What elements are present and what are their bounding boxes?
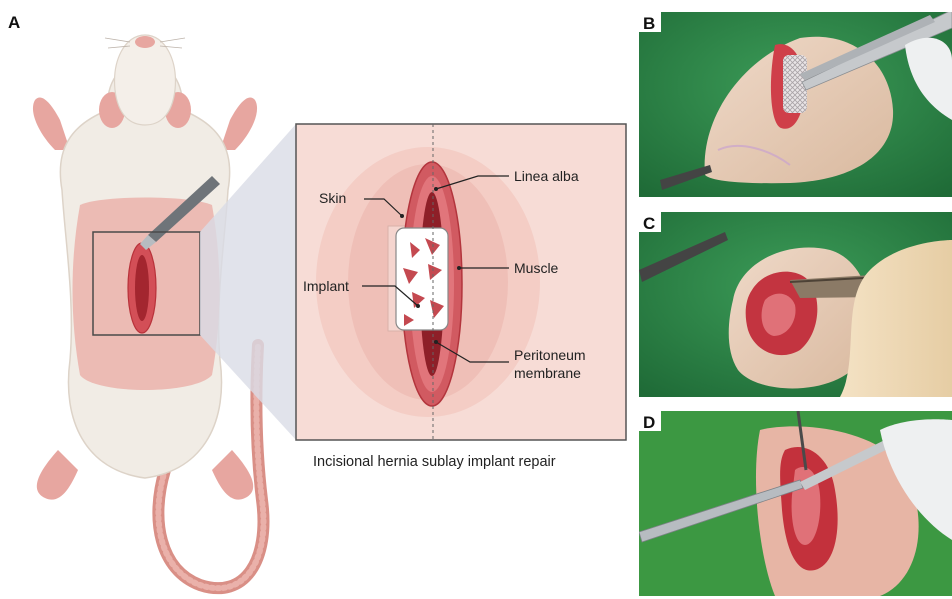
panel-c-label: C	[643, 214, 655, 233]
label-peritoneum-line1: Peritoneum	[514, 347, 586, 363]
label-muscle: Muscle	[514, 260, 559, 276]
rat-hind-foot-right	[212, 450, 253, 500]
rat-forepaw-right	[220, 98, 257, 150]
panel-b-label: B	[643, 14, 655, 33]
panel-b-photo	[639, 10, 952, 197]
implant-mesh	[396, 228, 448, 330]
label-peritoneum-line2: membrane	[514, 365, 581, 381]
panel-a-label: A	[8, 13, 20, 32]
rat-head	[115, 35, 176, 125]
inset-diagram: Skin Linea alba Muscle Implant Peritoneu…	[296, 124, 626, 440]
panel-d-photo	[639, 411, 952, 596]
figure-caption: Incisional hernia sublay implant repair	[313, 454, 556, 470]
rat-forepaw-left	[33, 98, 70, 150]
panel-c-photo	[639, 212, 952, 397]
rat-hind-foot-left	[37, 450, 78, 500]
panel-d-label: D	[643, 413, 655, 432]
label-linea-alba: Linea alba	[514, 168, 579, 184]
label-skin: Skin	[319, 190, 346, 206]
label-implant: Implant	[303, 278, 349, 294]
